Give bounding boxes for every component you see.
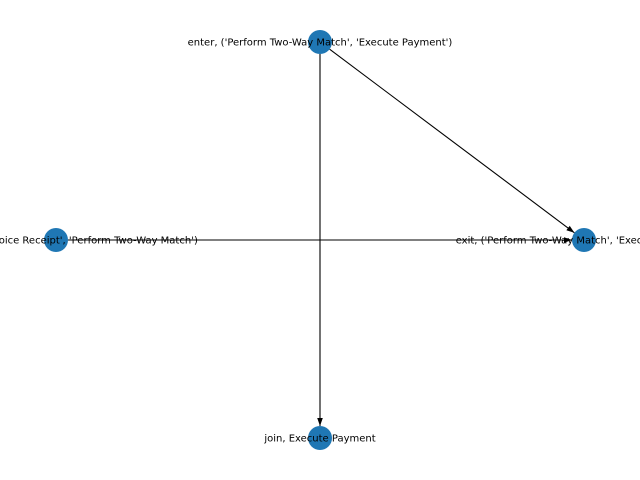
node-label-enter: enter, ('Perform Two-Way Match', 'Execut… [188,38,453,49]
labels-layer: enter, ('Perform Two-Way Match', 'Execut… [0,38,640,445]
nodes-layer [44,30,596,450]
node-label-exit: exit, ('Perform Two-Way Match', 'Execute… [456,236,640,247]
node-left [44,228,68,252]
node-label-left: exit, ('Record Invoice Receipt', 'Perfor… [0,236,198,247]
node-enter [308,30,332,54]
node-join [308,426,332,450]
edge-enter-to-exit [329,48,575,234]
node-label-join: join, Execute Payment [263,434,375,445]
node-exit [572,228,596,252]
edges-layer [68,48,575,426]
